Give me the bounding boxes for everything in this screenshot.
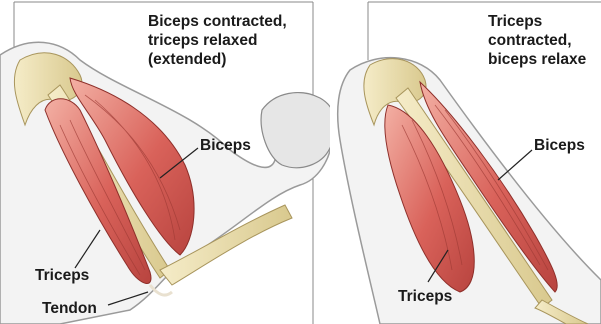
left-tendon-label: Tendon xyxy=(42,299,97,318)
right-caption: Triceps contracted, biceps relaxe xyxy=(488,12,586,69)
right-caption-line-3: biceps relaxe xyxy=(488,50,586,69)
right-panel-arm-extended: Triceps contracted, biceps relaxe Biceps… xyxy=(330,0,601,324)
left-triceps-label: Triceps xyxy=(35,266,89,285)
left-caption-line-3: (extended) xyxy=(148,50,287,69)
right-caption-line-2: contracted, xyxy=(488,31,586,50)
left-panel-arm-flexed: Biceps contracted, triceps relaxed (exte… xyxy=(0,0,330,324)
fist xyxy=(261,93,330,168)
left-caption: Biceps contracted, triceps relaxed (exte… xyxy=(148,12,287,69)
right-caption-line-1: Triceps xyxy=(488,12,586,31)
left-caption-line-2: triceps relaxed xyxy=(148,31,287,50)
left-caption-line-1: Biceps contracted, xyxy=(148,12,287,31)
right-biceps-label: Biceps xyxy=(534,136,585,155)
right-triceps-label: Triceps xyxy=(398,287,452,306)
left-biceps-label: Biceps xyxy=(200,136,251,155)
